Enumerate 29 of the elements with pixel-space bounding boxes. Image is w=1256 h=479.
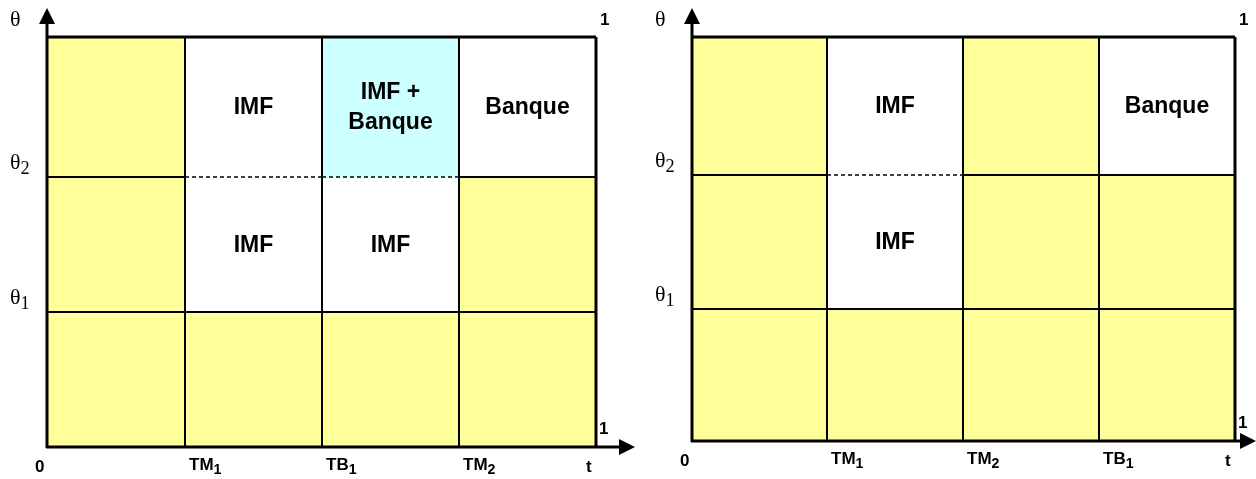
cell-text: IMF xyxy=(370,229,411,259)
cell-text: Banque xyxy=(485,92,570,122)
tick-label: TM$_{2}$ xyxy=(463,455,496,478)
cell-text: IMF xyxy=(233,92,274,122)
tick-label: θ$_{2}$ xyxy=(10,149,30,180)
axis-value: 0 xyxy=(35,457,45,477)
tick-label: TM$_{1}$ xyxy=(189,455,222,478)
tick-label: TM$_{2}$ xyxy=(967,449,1000,472)
tick-label: TB$_{1}$ xyxy=(1103,449,1134,472)
axis-label: t xyxy=(586,457,592,477)
axis-value: 0 xyxy=(680,451,690,471)
axis-label: t xyxy=(1225,451,1231,471)
axis-value: 1 xyxy=(600,10,610,30)
tick-label: θ$_{2}$ xyxy=(655,147,675,178)
axis-label: θ xyxy=(10,6,21,32)
axis-value: 1 xyxy=(599,419,609,439)
axis-label: θ xyxy=(655,6,666,32)
label-cell xyxy=(322,37,459,177)
tick-label: θ$_{1}$ xyxy=(655,281,675,312)
cell-text: IMF xyxy=(875,91,915,121)
cell-text: IMF xyxy=(875,227,915,257)
cell-text: IMF xyxy=(233,229,274,259)
axis-value: 1 xyxy=(1239,10,1249,30)
axis-value: 1 xyxy=(1238,413,1248,433)
tick-label: θ$_{1}$ xyxy=(10,284,30,315)
tick-label: TB$_{1}$ xyxy=(326,455,357,478)
cell-text: Banque xyxy=(1124,91,1210,121)
tick-label: TM$_{1}$ xyxy=(831,449,864,472)
cell-text: IMF + Banque xyxy=(347,77,434,136)
